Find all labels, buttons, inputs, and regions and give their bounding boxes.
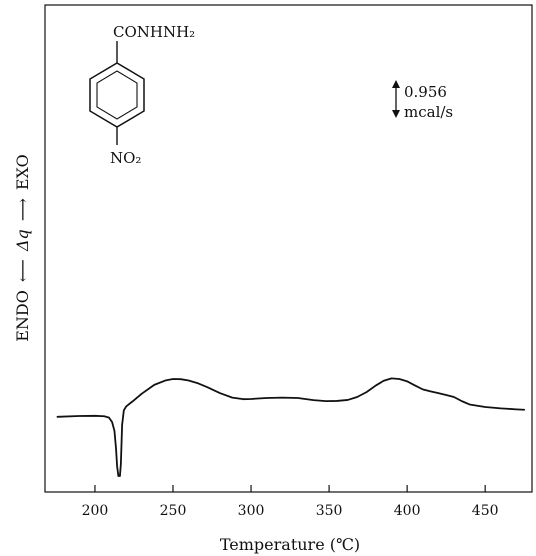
y-axis-label-endo: ENDO — [13, 290, 32, 342]
scale-bar-annotation: 0.956 mcal/s — [392, 80, 453, 121]
scale-bar-value: 0.956 — [404, 83, 447, 101]
y-axis-title: ENDO ⟵ Δq ⟶ EXO — [13, 154, 32, 342]
y-axis-label-exo: EXO — [13, 154, 32, 190]
x-axis-title: Temperature (℃) — [220, 535, 360, 554]
y-axis-arrow-left: ⟵ — [13, 259, 32, 282]
structure-annotation: CONHNH₂ NO₂ — [89, 23, 195, 167]
substituent-conhnh2: CONHNH₂ — [113, 23, 195, 41]
x-tick-label: 200 — [82, 503, 109, 519]
x-tick-label: 400 — [394, 503, 421, 519]
benzene-ring — [89, 62, 145, 128]
dsc-curve — [56, 377, 526, 477]
benzene-inner-ring — [96, 70, 138, 120]
scale-bar-unit: mcal/s — [404, 103, 453, 121]
substituent-no2: NO₂ — [110, 149, 141, 167]
scale-bar-icon — [392, 80, 400, 118]
x-tick-label: 450 — [472, 503, 499, 519]
x-tick-label: 300 — [238, 503, 265, 519]
y-axis-arrow-right: ⟶ — [13, 198, 32, 221]
plot-frame — [44, 4, 533, 493]
y-axis-label-delta-q: Δq — [13, 229, 32, 252]
x-tick-label: 350 — [316, 503, 343, 519]
x-axis-ticks: 200 250 300 350 400 450 — [82, 485, 499, 519]
x-tick-label: 250 — [160, 503, 187, 519]
